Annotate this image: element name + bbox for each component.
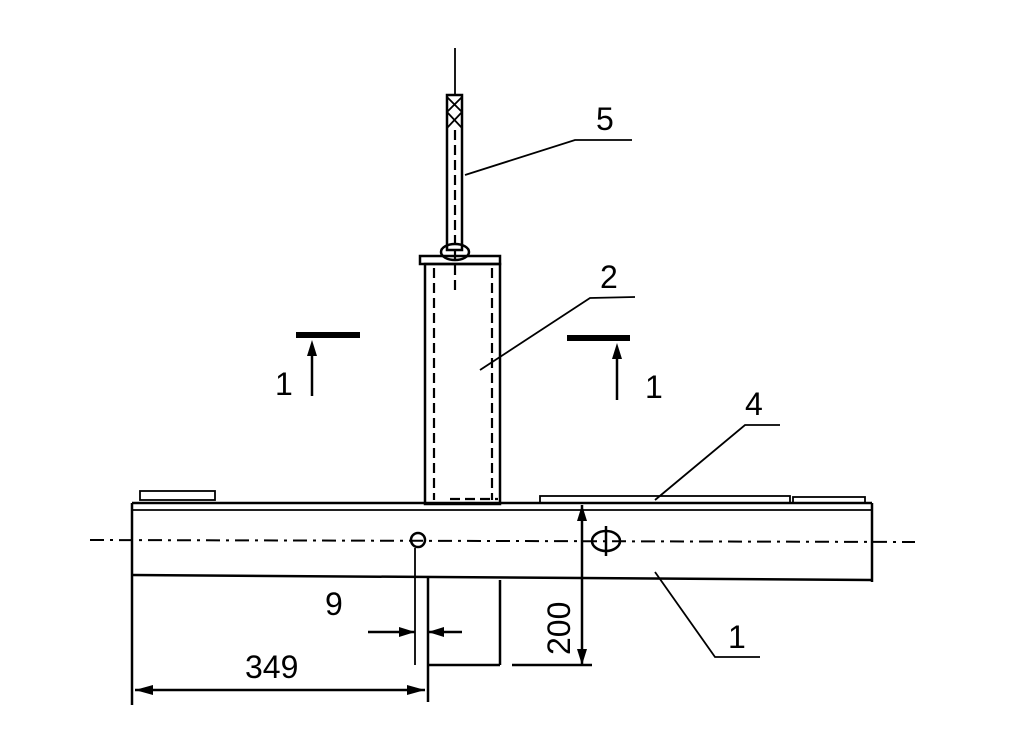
section-marker-right: 1	[567, 335, 663, 405]
column	[418, 254, 502, 506]
dimension-9: 9	[325, 586, 462, 637]
section-label-right: 1	[645, 369, 663, 405]
beam	[89, 490, 916, 705]
label-beam: 1	[728, 619, 746, 655]
dimension-200-label: 200	[541, 602, 577, 655]
rod	[439, 48, 471, 295]
dimension-349-label: 349	[245, 649, 298, 685]
label-rod: 5	[596, 101, 614, 137]
section-marker-left: 1	[275, 332, 360, 402]
lower-support	[414, 548, 592, 702]
dimension-200: 200	[541, 505, 587, 665]
label-plate: 4	[745, 386, 763, 422]
leader-1: 1	[654, 571, 760, 658]
hole	[409, 531, 427, 549]
leader-5: 5	[464, 101, 632, 176]
leader-2: 2	[479, 259, 636, 371]
dimension-349: 349	[135, 649, 425, 695]
dimension-9-label: 9	[325, 586, 343, 622]
section-label-left: 1	[275, 366, 293, 402]
label-column: 2	[600, 259, 618, 295]
leader-4: 4	[654, 386, 780, 501]
